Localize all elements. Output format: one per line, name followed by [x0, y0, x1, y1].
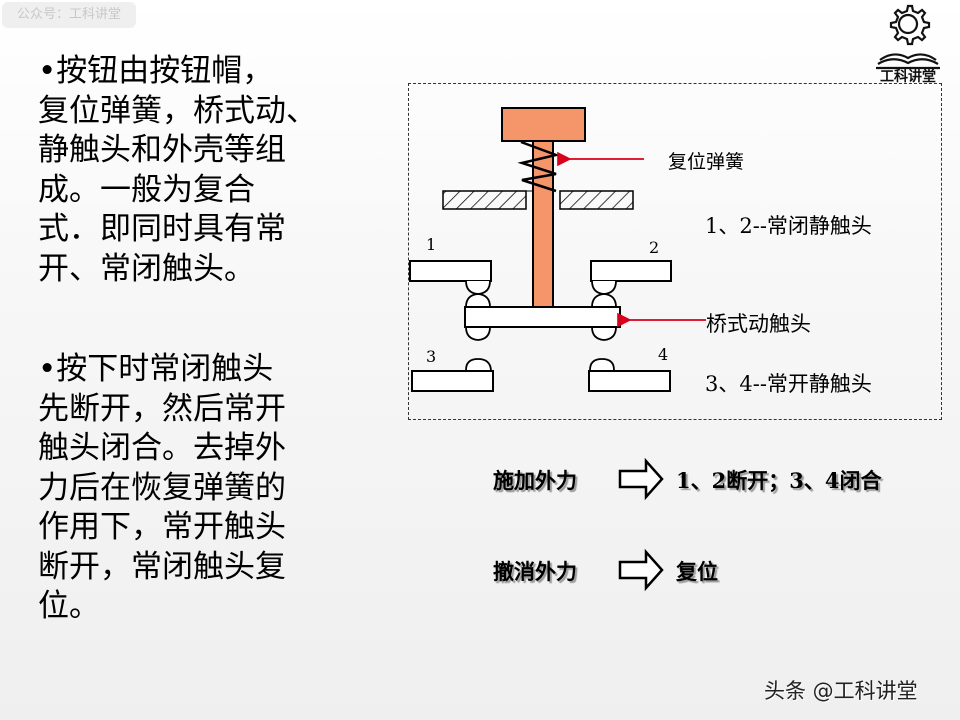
- text-line: •按钮由按钮帽，: [38, 53, 274, 89]
- text-line: 位。: [38, 588, 100, 624]
- bridge-contact-label: 桥式动触头: [706, 312, 811, 336]
- contact-number-1: 1: [426, 235, 437, 254]
- release-force-condition: 撤消外力: [493, 559, 577, 584]
- text-line: 式．即同时具有常: [38, 211, 286, 247]
- logo-text: 工科讲堂: [880, 69, 936, 85]
- gear-book-icon: [876, 4, 940, 70]
- contact-number-2: 2: [649, 238, 660, 257]
- no-contacts-label: 3、4--常开静触头: [705, 372, 872, 396]
- text-line: 成。一般为复合: [38, 171, 255, 208]
- diagram-frame: [408, 83, 942, 420]
- text-line: 力后在恢复弹簧的: [38, 469, 286, 506]
- spring-label: 复位弹簧: [668, 151, 745, 173]
- text-line: •按下时常闭触头: [38, 351, 274, 387]
- contact-number-3: 3: [426, 347, 437, 366]
- text-line: 作用下，常开触头: [38, 509, 286, 545]
- text-line: 断开，常闭触头复: [38, 548, 286, 585]
- nc-contacts-label: 1、2--常闭静触头: [705, 214, 872, 238]
- release-force-result: 复位: [676, 559, 718, 584]
- housing-plate: [442, 190, 634, 210]
- description-paragraph-2: •按下时常闭触头 先断开，然后常开 触头闭合。去掉外 力后在恢复弹簧的 作用下，…: [38, 350, 368, 627]
- footer-watermark: 头条 @工科讲堂: [764, 679, 918, 703]
- text-line: 开、常闭触头。: [38, 250, 255, 287]
- watermark: 公众号：工科讲堂: [2, 2, 136, 28]
- apply-force-result: 1、2断开；3、4闭合: [676, 468, 882, 493]
- description-paragraph-1: •按钮由按钮帽， 复位弹簧，桥式动、 静触头和外壳等组 成。一般为复合 式．即同…: [38, 52, 368, 289]
- text-line: 先断开，然后常开: [38, 390, 286, 427]
- text-line: 触头闭合。去掉外: [38, 430, 286, 466]
- text-line: 复位弹簧，桥式动、: [38, 92, 317, 129]
- text-line: 静触头和外壳等组: [38, 132, 286, 168]
- apply-force-condition: 施加外力: [493, 468, 577, 493]
- contact-number-4: 4: [658, 345, 669, 364]
